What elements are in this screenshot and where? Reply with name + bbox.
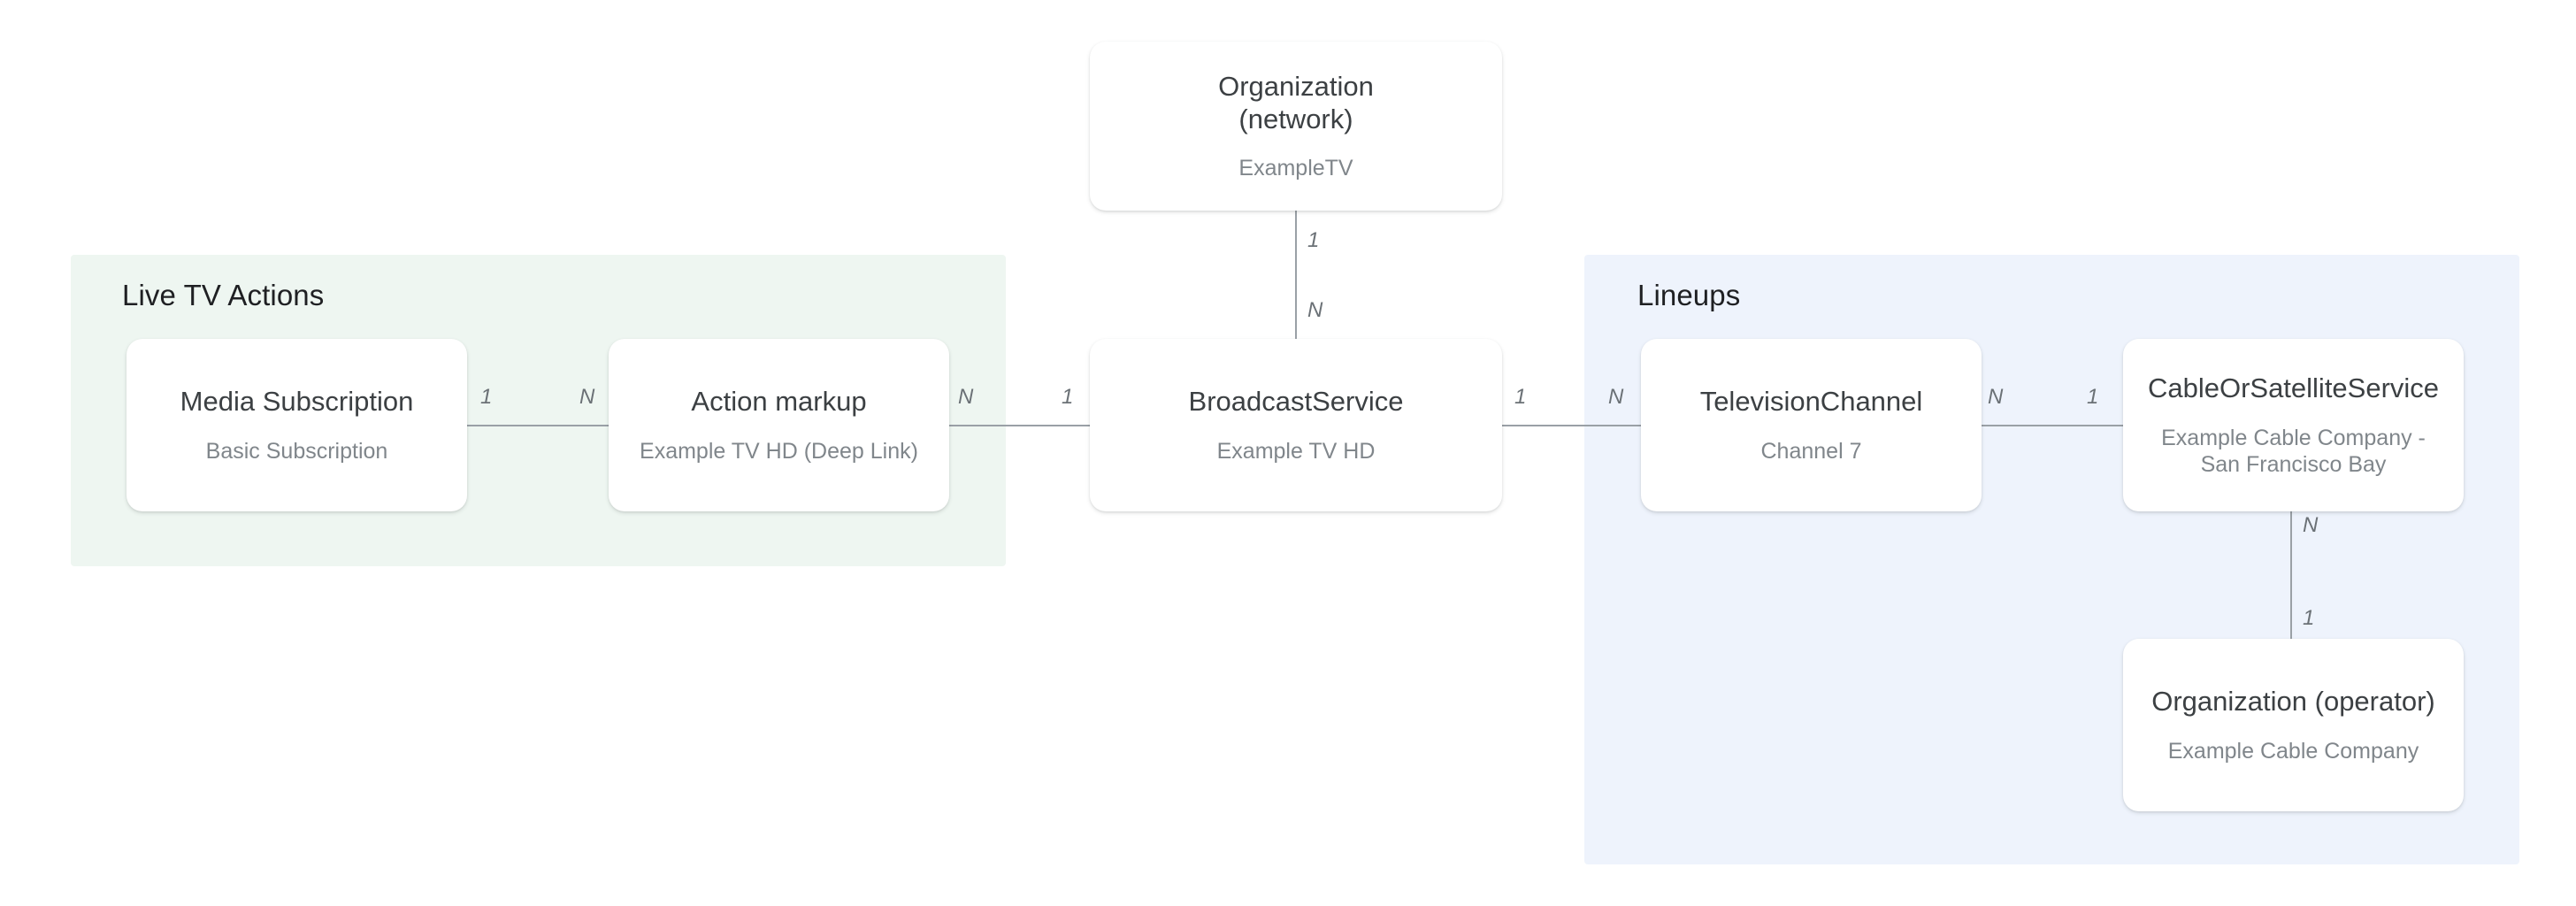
edge-broadcastservice-to-televisionchannel	[1499, 425, 1641, 426]
node-action-markup[interactable]: Action markup Example TV HD (Deep Link)	[609, 339, 949, 511]
cardinality-actionmarkup-right: N	[958, 385, 974, 409]
cardinality-cableorsatelliteservice-bottom: N	[2303, 513, 2319, 537]
node-organization-network[interactable]: Organization (network) ExampleTV	[1090, 42, 1502, 211]
node-organization-operator-title: Organization (operator)	[2151, 686, 2435, 718]
cardinality-org-network-broadcast-top: 1	[1307, 228, 1320, 252]
cardinality-actionmarkup-left: N	[579, 385, 595, 409]
node-television-channel-subtitle: Channel 7	[1760, 438, 1862, 464]
node-cable-or-satellite-service-subtitle: Example Cable Company - San Francisco Ba…	[2161, 425, 2426, 477]
node-media-subscription-subtitle: Basic Subscription	[205, 438, 388, 464]
node-cable-or-satellite-service-title: CableOrSatelliteService	[2147, 372, 2440, 404]
node-organization-network-title: Organization (network)	[1218, 70, 1374, 134]
cardinality-organization-operator-top: 1	[2303, 606, 2315, 630]
node-organization-operator-subtitle: Example Cable Company	[2167, 738, 2419, 764]
node-media-subscription[interactable]: Media Subscription Basic Subscription	[126, 339, 467, 511]
cardinality-broadcastservice-left: 1	[1062, 385, 1074, 409]
edge-mediasubscription-to-actionmarkup	[460, 425, 637, 426]
edge-cableorsatelliteservice-to-organization-operator	[2290, 511, 2292, 642]
node-broadcast-service[interactable]: BroadcastService Example TV HD	[1090, 339, 1502, 511]
cardinality-org-network-broadcast-bottom: N	[1307, 298, 1323, 322]
node-action-markup-subtitle: Example TV HD (Deep Link)	[640, 438, 918, 464]
node-media-subscription-title: Media Subscription	[180, 386, 414, 418]
cardinality-cableorsatelliteservice-left: 1	[2087, 385, 2099, 409]
edge-televisionchannel-to-cableorsatelliteservice	[1977, 425, 2128, 426]
edge-actionmarkup-to-broadcastservice	[942, 425, 1177, 426]
node-cable-or-satellite-service[interactable]: CableOrSatelliteService Example Cable Co…	[2123, 339, 2464, 511]
node-television-channel-title: TelevisionChannel	[1699, 386, 1923, 418]
node-organization-network-subtitle: ExampleTV	[1238, 156, 1353, 181]
cardinality-televisionchannel-left: N	[1608, 385, 1624, 409]
edge-organization-network-to-broadcastservice	[1295, 211, 1297, 342]
group-title-lineups: Lineups	[1637, 279, 1741, 311]
node-organization-operator[interactable]: Organization (operator) Example Cable Co…	[2123, 639, 2464, 811]
group-title-live-tv-actions: Live TV Actions	[122, 279, 325, 311]
node-broadcast-service-title: BroadcastService	[1188, 386, 1404, 418]
cardinality-televisionchannel-right: N	[1988, 385, 2004, 409]
cardinality-broadcastservice-right: 1	[1514, 385, 1527, 409]
node-broadcast-service-subtitle: Example TV HD	[1216, 438, 1376, 464]
node-action-markup-title: Action markup	[691, 386, 867, 418]
node-television-channel[interactable]: TelevisionChannel Channel 7	[1641, 339, 1982, 511]
cardinality-mediasubscription-right: 1	[480, 385, 493, 409]
